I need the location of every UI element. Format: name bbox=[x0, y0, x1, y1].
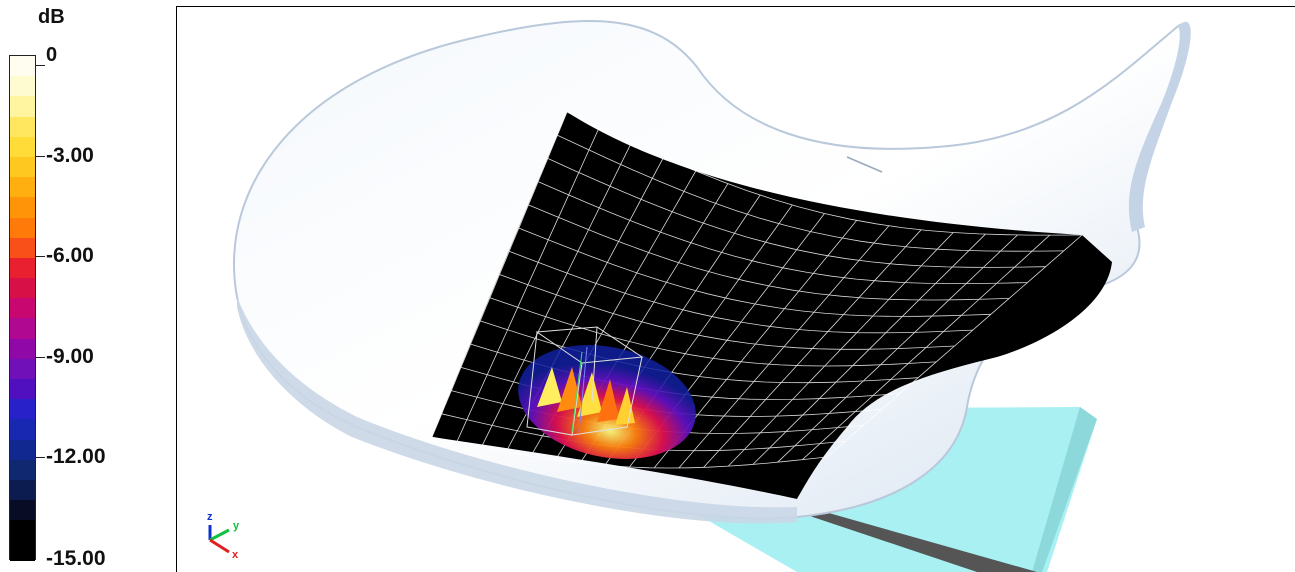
legend-color-segment bbox=[10, 338, 35, 359]
axis-z-label: z bbox=[207, 511, 213, 523]
legend-unit-label: dB bbox=[38, 6, 65, 28]
legend-tick-mark bbox=[35, 156, 45, 157]
grid-line bbox=[499, 274, 955, 350]
legend-color-segment bbox=[10, 419, 35, 440]
legend-tick-mark bbox=[35, 256, 45, 257]
legend-color-segment bbox=[10, 177, 35, 198]
legend-tick-9: -9.00 bbox=[46, 345, 94, 368]
legend-color-segment bbox=[10, 540, 35, 561]
legend-color-segment bbox=[10, 318, 35, 339]
legend-color-segment bbox=[10, 358, 35, 379]
color-legend: dB 0 -3.00 -6.00 -9.00 -12.00 -15.00 bbox=[0, 0, 170, 571]
legend-tick-mark bbox=[35, 357, 45, 358]
legend-color-segment bbox=[10, 298, 35, 319]
feed-box bbox=[526, 326, 644, 436]
legend-tick-15: -15.00 bbox=[46, 547, 106, 570]
legend-color-segment bbox=[10, 116, 35, 137]
legend-color-segment bbox=[10, 399, 35, 420]
legend-color-segment bbox=[10, 56, 35, 77]
legend-tick-12: -12.00 bbox=[46, 445, 106, 468]
grid-line bbox=[518, 227, 991, 317]
grid-line bbox=[528, 204, 1010, 301]
legend-color-segment bbox=[10, 439, 35, 460]
legend-color-segment bbox=[10, 156, 35, 178]
legend-color-segment bbox=[10, 257, 35, 279]
axis-triad: z y x bbox=[207, 511, 240, 561]
legend-color-bar bbox=[9, 55, 36, 561]
legend-color-segment bbox=[10, 197, 35, 218]
axis-x-label: x bbox=[232, 549, 239, 561]
grid-line bbox=[480, 320, 919, 384]
grid-line bbox=[566, 111, 1083, 236]
legend-color-segment bbox=[10, 217, 35, 238]
legend-color-segment bbox=[10, 500, 35, 521]
grid-line bbox=[547, 158, 1046, 268]
legend-tick-6: -6.00 bbox=[46, 244, 94, 267]
legend-tick-0: 0 bbox=[46, 44, 58, 66]
legend-color-segment bbox=[10, 520, 35, 541]
grid-line bbox=[508, 250, 973, 334]
3d-viewport[interactable]: z y x bbox=[176, 6, 1295, 572]
3d-scene[interactable]: z y x bbox=[177, 7, 1295, 572]
grid-line bbox=[489, 297, 937, 367]
grid-line bbox=[557, 134, 1064, 252]
legend-color-segment bbox=[10, 136, 35, 157]
legend-color-segment bbox=[10, 76, 35, 97]
legend-color-segment bbox=[10, 237, 35, 258]
grid-line bbox=[537, 181, 1028, 285]
legend-tick-mark bbox=[35, 457, 45, 458]
grid-line bbox=[431, 436, 828, 469]
legend-color-segment bbox=[10, 379, 35, 400]
legend-color-segment bbox=[10, 96, 35, 117]
legend-color-segment bbox=[10, 459, 35, 480]
legend-color-segment bbox=[10, 278, 35, 299]
legend-tick-3: -3.00 bbox=[46, 144, 94, 167]
legend-color-segment bbox=[10, 479, 35, 501]
legend-tick-mark bbox=[35, 65, 45, 66]
axis-y-label: y bbox=[233, 520, 240, 532]
